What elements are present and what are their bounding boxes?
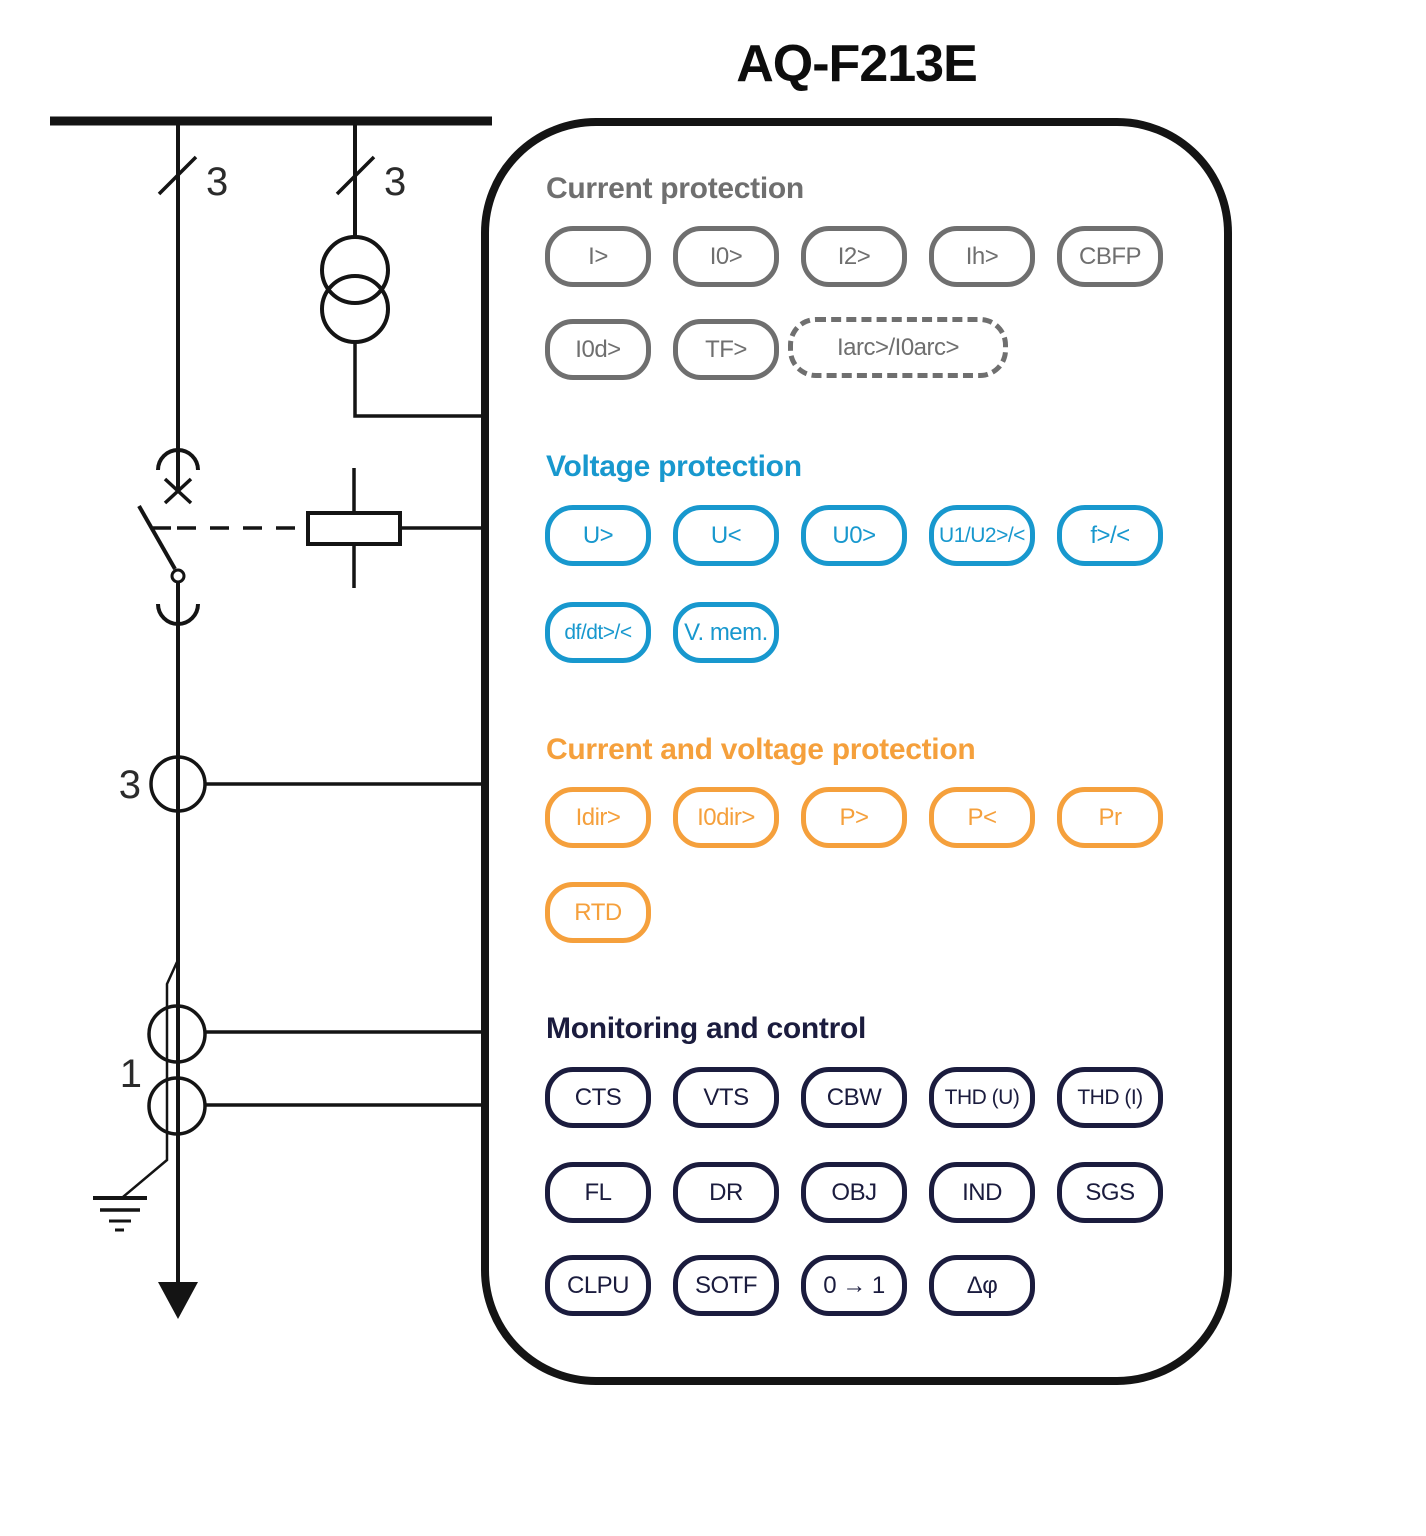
function-badge: TF> — [673, 319, 779, 380]
function-badge: 0 → 1 — [801, 1255, 907, 1316]
function-badge: CLPU — [545, 1255, 651, 1316]
feeder-arrow-icon — [158, 1282, 198, 1319]
function-badge: U> — [545, 505, 651, 566]
function-badge: P> — [801, 787, 907, 848]
operating-device-icon — [306, 511, 402, 546]
function-badge: I2> — [801, 226, 907, 287]
function-badge: SGS — [1057, 1162, 1163, 1223]
function-badge: FL — [545, 1162, 651, 1223]
function-badge: I0> — [673, 226, 779, 287]
phase-ct-label: 3 — [119, 763, 141, 807]
feeder-phase-slash-icon — [157, 155, 198, 196]
feeder-phase-label: 3 — [206, 160, 228, 204]
function-badge: V. mem. — [673, 602, 779, 663]
function-badge: U0> — [801, 505, 907, 566]
function-badge: df/dt>/< — [545, 602, 651, 663]
function-badge: RTD — [545, 882, 651, 943]
single-line-diagram: 3 3 3 1 — [50, 116, 492, 1319]
function-badge: THD (I) — [1057, 1067, 1163, 1128]
function-badge: Idir> — [545, 787, 651, 848]
function-badge: P< — [929, 787, 1035, 848]
function-badge: DR — [673, 1162, 779, 1223]
vt-phase-slash-icon — [335, 155, 376, 196]
section-title-monitoring-and-control: Monitoring and control — [546, 1012, 867, 1045]
relay-model-title: AQ-F213E — [736, 35, 978, 93]
function-badge: Pr — [1057, 787, 1163, 848]
disconnector-contact-icon — [170, 568, 186, 584]
function-badge: CBW — [801, 1067, 907, 1128]
breaker-x-icon — [163, 477, 193, 505]
section-title-current-and-voltage-protection: Current and voltage protection — [546, 733, 976, 766]
function-badge: I> — [545, 226, 651, 287]
function-badge: IND — [929, 1162, 1035, 1223]
function-badge: CBFP — [1057, 226, 1163, 287]
function-badge: VTS — [673, 1067, 779, 1128]
breaker-bottom-contact-icon — [156, 603, 200, 626]
function-badge: Ih> — [929, 226, 1035, 287]
breaker-top-contact-icon — [156, 448, 200, 471]
function-badge: OBJ — [801, 1162, 907, 1223]
earth-icon — [93, 1196, 147, 1232]
function-badge: U< — [673, 505, 779, 566]
ring-ct-icon — [147, 1004, 207, 1064]
section-title-voltage-protection: Voltage protection — [546, 450, 802, 483]
ring-ct-label: 1 — [120, 1052, 142, 1096]
function-badge-optional: Iarc>/I0arc> — [788, 317, 1008, 378]
voltage-transformer-icon — [320, 235, 390, 305]
function-badge: CTS — [545, 1067, 651, 1128]
vt-phase-label: 3 — [384, 160, 406, 204]
function-badge: U1/U2>/< — [929, 505, 1035, 566]
function-badge: f>/< — [1057, 505, 1163, 566]
voltage-transformer-icon — [320, 274, 390, 344]
earth-branch-line — [122, 961, 179, 1198]
function-badge: SOTF — [673, 1255, 779, 1316]
function-badge: I0dir> — [673, 787, 779, 848]
vt-to-relay-line — [353, 342, 490, 418]
section-title-current-protection: Current protection — [546, 172, 804, 205]
disconnector-blade-icon — [137, 505, 177, 570]
function-badge: Δφ — [929, 1255, 1035, 1316]
function-badge: THD (U) — [929, 1067, 1035, 1128]
function-badge: I0d> — [545, 319, 651, 380]
